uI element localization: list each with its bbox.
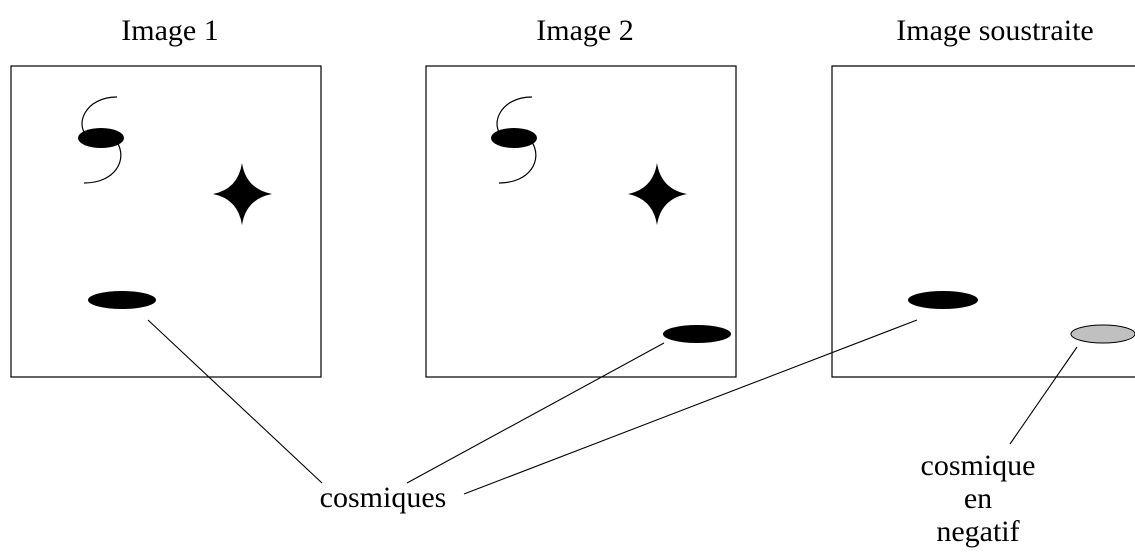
panel-title-subtracted-image: Image soustraite — [896, 14, 1093, 47]
negative-cosmic-label-line-1: cosmique — [921, 449, 1036, 482]
cosmic-ray-negative — [1070, 324, 1135, 344]
panel-image-2 — [425, 65, 737, 378]
star-shape — [213, 163, 272, 225]
panel-frame-3 — [831, 65, 1135, 378]
panel-title-image-2: Image 2 — [536, 14, 633, 47]
leader-line-cosmic-positive — [463, 319, 918, 495]
panel-frame-1 — [10, 65, 322, 378]
galaxy-core — [491, 128, 537, 148]
panel-frame-2 — [425, 65, 737, 378]
cosmic-ray-1 — [88, 291, 156, 309]
panel-title-image-1: Image 1 — [121, 14, 218, 47]
leader-lines — [147, 319, 1078, 495]
cosmic-ray-positive — [908, 291, 978, 309]
leader-line-cosmic-negative — [1009, 346, 1078, 445]
negative-cosmic-label-line-3: negatif — [936, 515, 1019, 548]
leader-line-cosmic-2 — [406, 342, 665, 484]
negative-cosmic-label-line-2: en — [964, 482, 992, 515]
star-shape — [628, 163, 687, 225]
panel-subtracted-image — [831, 65, 1135, 378]
cosmics-label: cosmiques — [320, 481, 447, 514]
panel-image-1 — [10, 65, 322, 378]
galaxy-core — [78, 128, 124, 148]
leader-line-cosmic-1 — [147, 319, 323, 484]
cosmic-ray-2 — [663, 325, 731, 343]
